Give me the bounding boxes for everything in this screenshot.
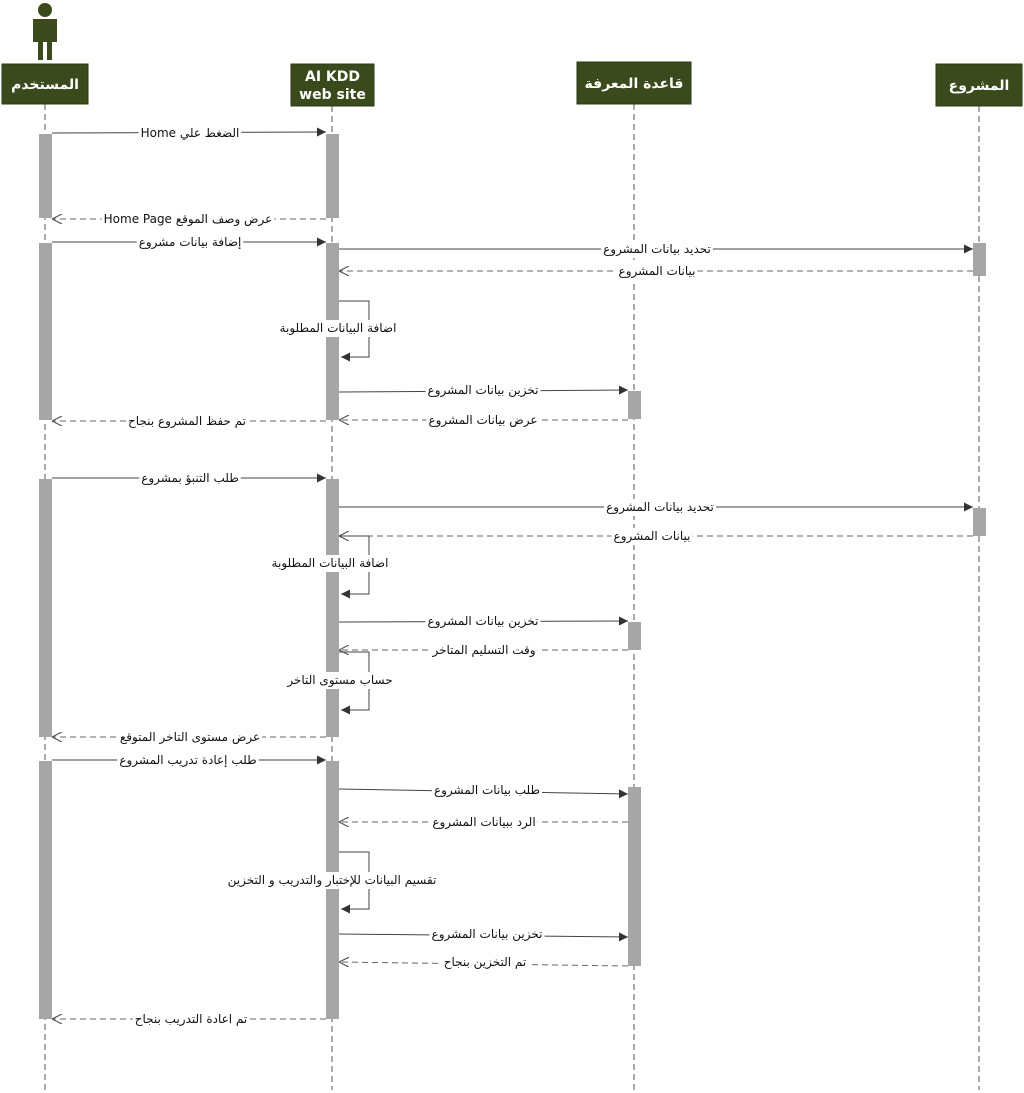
message-label-bg: [611, 528, 693, 545]
activation-bar-user: [39, 134, 52, 218]
activation-bar-user: [39, 479, 52, 737]
message-label: الرد ببيانات المشروع: [432, 815, 535, 830]
message-label: عرض وصف الموقع Home Page: [104, 212, 273, 227]
message-22: تخزين بيانات المشروع: [338, 926, 629, 943]
message-label: اضافة البيانات المطلوبة: [272, 556, 389, 571]
message-label: الضغط علي Home: [141, 126, 240, 140]
message-label: عرض مستوى التاخر المتوقع: [120, 730, 260, 745]
activation-bar-kb: [628, 787, 641, 966]
message-5: بيانات المشروع: [339, 263, 973, 280]
message-label-bg: [425, 382, 541, 399]
message-label-bg: [604, 499, 716, 516]
message-label-bg: [426, 412, 540, 429]
message-label-bg: [441, 954, 529, 971]
message-label-bg: [138, 125, 242, 141]
message-24: تم اعادة التدريب بنجاح: [52, 1011, 326, 1028]
message-20: الرد ببيانات المشروع: [339, 814, 628, 831]
message-label: تم اعادة التدريب بنجاح: [135, 1012, 248, 1027]
message-6: اضافة البيانات المطلوبة: [277, 300, 399, 362]
message-label-bg: [601, 241, 713, 258]
message-label: بيانات المشروع: [619, 264, 696, 279]
participant-label-kb: قاعدة المعرفة: [585, 76, 684, 92]
message-1: الضغط علي Home: [51, 125, 327, 141]
message-label-bg: [269, 555, 391, 572]
message-label-bg: [429, 926, 545, 943]
activation-bar-site: [326, 134, 339, 218]
participant-box-user: [1, 63, 89, 105]
message-label-bg: [132, 1011, 250, 1028]
message-label-bg: [284, 672, 395, 689]
participant-box-project: [935, 63, 1023, 107]
message-10: طلب التنبؤ بمشروع: [52, 470, 326, 487]
message-label: تحديد بيانات المشروع: [603, 242, 711, 257]
message-2: عرض وصف الموقع Home Page: [52, 211, 326, 228]
message-label: تحديد بيانات المشروع: [606, 500, 714, 515]
message-label: وقت التسليم المتاخر: [431, 643, 535, 658]
message-label: طلب بيانات المشروع: [434, 783, 540, 798]
message-16: حساب مستوى التاخر: [284, 651, 395, 715]
message-18: طلب إعادة تدريب المشروع: [52, 752, 326, 769]
activation-bar-user: [39, 761, 52, 1019]
message-label: حساب مستوى التاخر: [286, 673, 392, 688]
message-label: عرض بيانات المشروع: [428, 413, 537, 428]
participant-box-site: [290, 63, 375, 107]
message-label-bg: [425, 613, 541, 630]
participant-label-project: المشروع: [949, 78, 1010, 94]
message-11: تحديد بيانات المشروع: [339, 499, 973, 516]
message-label: طلب إعادة تدريب المشروع: [119, 753, 256, 768]
message-13: اضافة البيانات المطلوبة: [269, 535, 391, 599]
activation-bar-project: [973, 243, 986, 276]
participant-label-site: AI KDD: [305, 69, 360, 85]
message-8: عرض بيانات المشروع: [339, 412, 628, 429]
message-14: تخزين بيانات المشروع: [338, 613, 629, 630]
message-label: اضافة البيانات المطلوبة: [280, 321, 397, 336]
message-label: تخزين بيانات المشروع: [428, 614, 539, 629]
message-4: تحديد بيانات المشروع: [339, 241, 973, 258]
message-label-bg: [117, 729, 263, 746]
message-label: تم التخزين بنجاح: [444, 955, 527, 970]
message-label: بيانات المشروع: [614, 529, 691, 544]
message-23: تم التخزين بنجاح: [339, 954, 629, 971]
message-label-bg: [126, 413, 248, 430]
activation-bar-kb: [628, 391, 641, 419]
message-9: تم حفظ المشروع بنجاح: [52, 413, 326, 430]
message-label-bg: [429, 642, 538, 659]
message-label: تقسيم البيانات للإختبار والتدريب و التخز…: [228, 873, 437, 888]
message-label: تم حفظ المشروع بنجاح: [128, 414, 246, 429]
message-label: إضافة بيانات مشروع: [139, 235, 242, 250]
message-label-bg: [101, 211, 275, 228]
participant-box-kb: [576, 61, 692, 105]
message-7: تخزين بيانات المشروع: [338, 382, 629, 399]
activation-bar-user: [39, 243, 52, 420]
person-icon: [33, 3, 57, 60]
message-label-bg: [431, 782, 543, 799]
message-21: تقسيم البيانات للإختبار والتدريب و التخز…: [225, 851, 439, 914]
message-label-bg: [616, 263, 698, 280]
message-label-bg: [225, 872, 439, 889]
message-15: وقت التسليم المتاخر: [339, 642, 628, 659]
message-19: طلب بيانات المشروع: [338, 782, 629, 799]
activation-bar-kb: [628, 622, 641, 650]
activation-bar-site: [326, 761, 339, 1019]
message-label-bg: [117, 752, 259, 769]
message-label-bg: [430, 814, 538, 831]
participant-label-site: web site: [299, 87, 366, 103]
message-label: تخزين بيانات المشروع: [432, 927, 543, 942]
message-12: بيانات المشروع: [339, 528, 973, 545]
message-label-bg: [277, 320, 399, 337]
message-label: طلب التنبؤ بمشروع: [141, 471, 239, 486]
participant-label-user: المستخدم: [11, 77, 79, 93]
message-3: إضافة بيانات مشروع: [52, 234, 326, 251]
message-label: تخزين بيانات المشروع: [428, 383, 539, 398]
activation-bar-site: [326, 479, 339, 737]
message-label-bg: [136, 234, 244, 251]
message-17: عرض مستوى التاخر المتوقع: [52, 729, 326, 746]
message-label-bg: [139, 470, 241, 487]
activation-bar-project: [973, 508, 986, 536]
